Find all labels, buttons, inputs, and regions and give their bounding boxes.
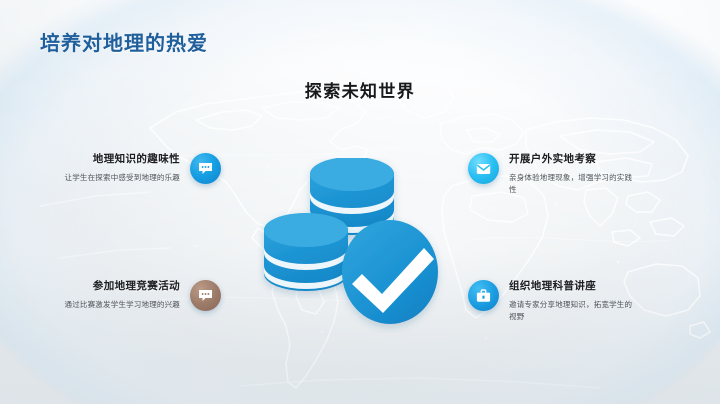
feature-item-outdoor-fieldwork[interactable]: 开展户外实地考察 亲身体验地理现象，增强学习的实践性 <box>468 153 635 196</box>
comment-bubble-icon[interactable] <box>190 153 221 184</box>
feature-title: 参加地理竞赛活动 <box>92 280 180 292</box>
briefcase-icon[interactable] <box>468 280 499 311</box>
feature-text: 组织地理科普讲座 邀请专家分享地理知识，拓宽学生的视野 <box>509 280 635 323</box>
page-title: 培养对地理的热爱 <box>40 33 208 55</box>
coin-stack-front <box>264 212 348 292</box>
feature-description: 邀请专家分享地理知识，拓宽学生的视野 <box>509 299 633 321</box>
feature-item-geography-competition[interactable]: 参加地理竞赛活动 通过比赛激发学生学习地理的兴趣 <box>54 280 221 311</box>
feature-text: 地理知识的趣味性 让学生在探索中感受到地理的乐趣 <box>54 153 180 184</box>
envelope-icon[interactable] <box>468 153 499 184</box>
feature-description: 通过比赛激发学生学习地理的兴趣 <box>64 299 180 309</box>
feature-item-fun-of-geography[interactable]: 地理知识的趣味性 让学生在探索中感受到地理的乐趣 <box>54 153 221 184</box>
feature-title: 组织地理科普讲座 <box>509 280 597 292</box>
feature-title: 开展户外实地考察 <box>509 153 597 165</box>
feature-text: 参加地理竞赛活动 通过比赛激发学生学习地理的兴趣 <box>54 280 180 311</box>
feature-description: 亲身体验地理现象，增强学习的实践性 <box>509 172 633 194</box>
feature-title: 地理知识的趣味性 <box>92 153 180 165</box>
center-heading: 探索未知世界 <box>304 82 416 101</box>
comment-bubble-icon[interactable] <box>190 280 221 311</box>
center-graphic-coins-check <box>258 158 448 333</box>
feature-text: 开展户外实地考察 亲身体验地理现象，增强学习的实践性 <box>509 153 635 196</box>
check-circle <box>342 220 438 324</box>
feature-item-science-lecture[interactable]: 组织地理科普讲座 邀请专家分享地理知识，拓宽学生的视野 <box>468 280 635 323</box>
feature-description: 让学生在探索中感受到地理的乐趣 <box>64 172 180 182</box>
